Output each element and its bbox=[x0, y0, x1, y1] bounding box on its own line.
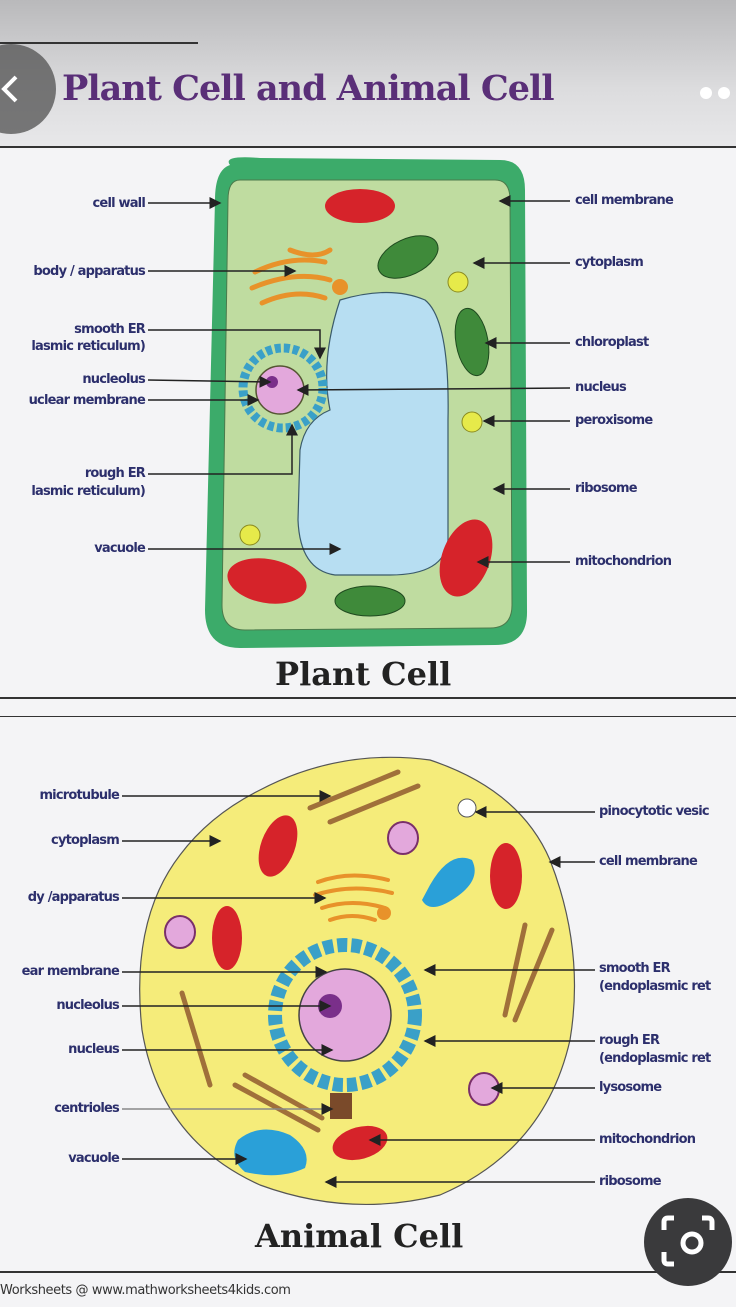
divider bbox=[0, 697, 736, 699]
divider bbox=[0, 1271, 736, 1273]
plant-label: nucleus bbox=[575, 380, 627, 395]
plant-label: ribosome bbox=[575, 481, 638, 496]
animal-label: vacuole bbox=[68, 1151, 120, 1166]
title-band bbox=[0, 0, 736, 148]
animal-label: microtubule bbox=[39, 788, 119, 803]
plant-label: rough ER bbox=[84, 466, 146, 481]
plant-label: cell wall bbox=[92, 196, 146, 211]
lens-search-icon bbox=[661, 1215, 715, 1267]
plant-label: mitochondrion bbox=[575, 554, 672, 569]
plant-label: chloroplast bbox=[575, 335, 649, 350]
animal-label: cell membrane bbox=[599, 854, 698, 869]
animal-label: dy /apparatus bbox=[27, 890, 120, 905]
footer-credit: Worksheets @ www.mathworksheets4kids.com bbox=[0, 1283, 291, 1298]
plant-label: uclear membrane bbox=[28, 393, 146, 408]
divider bbox=[0, 146, 736, 148]
more-options-button[interactable] bbox=[696, 84, 736, 108]
animal-label: (endoplasmic ret bbox=[599, 979, 711, 994]
animal-label: (endoplasmic ret bbox=[599, 1051, 711, 1066]
animal-label: nucleolus bbox=[56, 998, 119, 1013]
plant-label: nucleolus bbox=[82, 372, 145, 387]
animal-label: pinocytotic vesic bbox=[599, 804, 710, 819]
plant-label: vacuole bbox=[94, 541, 146, 556]
animal-cell-heading: Animal Cell bbox=[255, 1217, 464, 1255]
plant-label: lasmic reticulum) bbox=[31, 484, 145, 499]
plant-cell-heading: Plant Cell bbox=[275, 655, 452, 693]
animal-label: centrioles bbox=[54, 1101, 120, 1116]
animal-label: mitochondrion bbox=[599, 1132, 696, 1147]
animal-label: cytoplasm bbox=[51, 833, 120, 848]
plant-label: lasmic reticulum) bbox=[31, 339, 145, 354]
plant-cell bbox=[205, 157, 528, 649]
more-dots-icon bbox=[700, 87, 730, 99]
animal-label: lysosome bbox=[599, 1080, 662, 1095]
vacuole-shape bbox=[297, 291, 449, 576]
page-title: Plant Cell and Animal Cell bbox=[62, 68, 555, 109]
animal-label: rough ER bbox=[599, 1033, 660, 1048]
nucleus-shape bbox=[255, 365, 305, 415]
divider bbox=[0, 716, 736, 717]
plant-label: peroxisome bbox=[575, 413, 653, 428]
animal-label: smooth ER bbox=[599, 961, 671, 976]
divider bbox=[0, 42, 198, 44]
visual-search-button[interactable] bbox=[644, 1198, 732, 1286]
plant-label: cytoplasm bbox=[575, 255, 644, 270]
animal-cell bbox=[139, 756, 576, 1206]
animal-label: nucleus bbox=[68, 1042, 120, 1057]
plant-label: smooth ER bbox=[74, 322, 146, 337]
chevron-left-icon bbox=[1, 75, 18, 103]
plant-label: body / apparatus bbox=[33, 264, 145, 279]
plant-label: cell membrane bbox=[575, 193, 674, 208]
animal-label: ear membrane bbox=[21, 964, 120, 979]
animal-label: ribosome bbox=[599, 1174, 662, 1189]
